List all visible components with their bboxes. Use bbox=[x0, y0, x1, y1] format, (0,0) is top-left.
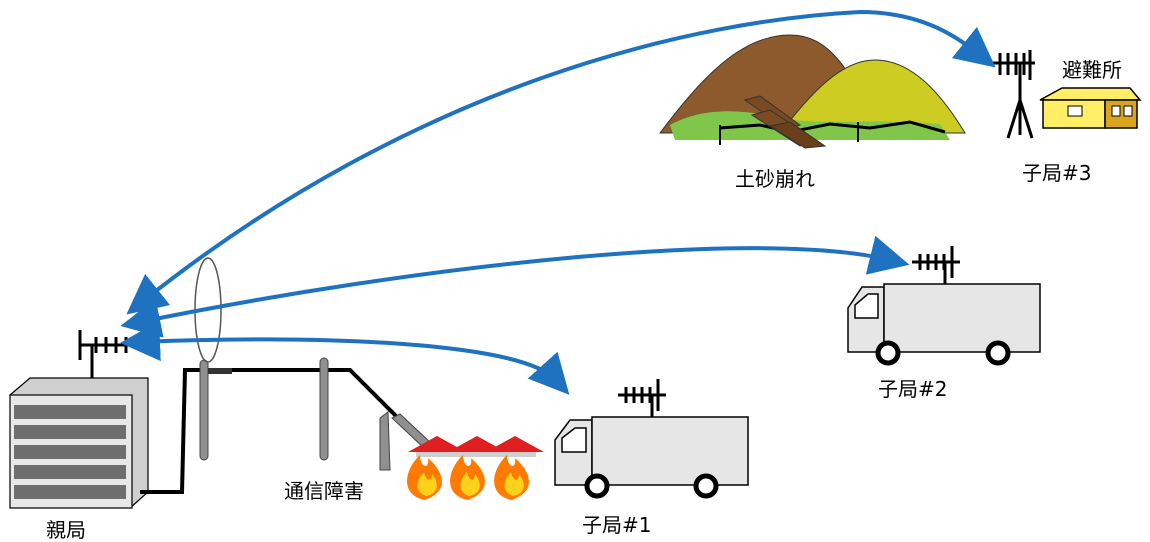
base-antenna-icon bbox=[78, 330, 135, 382]
link-arrow-slave1 bbox=[120, 321, 570, 395]
comm-failure-label: 通信障害 bbox=[284, 479, 364, 503]
base-station: 親局 bbox=[9, 330, 149, 542]
house-fire-1-icon bbox=[407, 436, 466, 500]
wired-line bbox=[140, 357, 433, 494]
house-fire-2-icon bbox=[448, 436, 506, 500]
antenna-3-icon bbox=[990, 50, 1035, 139]
slave-station-3: 避難所 子局#3 bbox=[990, 50, 1142, 185]
base-building-icon bbox=[9, 377, 149, 509]
slave-1-label: 子局#1 bbox=[582, 513, 651, 537]
landslide-label: 土砂崩れ bbox=[735, 167, 815, 191]
link-arrow-slave3 bbox=[126, 9, 996, 315]
shelter-label: 避難所 bbox=[1062, 58, 1122, 82]
antenna-1-icon bbox=[618, 379, 666, 418]
truck-1-icon bbox=[554, 416, 749, 499]
slave-station-2: 子局#2 bbox=[847, 246, 1041, 401]
truck-2-icon bbox=[847, 283, 1041, 366]
cable-path bbox=[140, 368, 422, 494]
fire-houses bbox=[407, 436, 544, 500]
utility-pole-1 bbox=[199, 359, 209, 461]
shelter-house-icon bbox=[1039, 87, 1142, 129]
utility-pole-2 bbox=[319, 357, 329, 461]
slave-2-label: 子局#2 bbox=[878, 377, 947, 401]
communication-links bbox=[120, 9, 996, 395]
antenna-2-icon bbox=[912, 246, 960, 285]
landslide-illustration: 土砂崩れ bbox=[658, 34, 966, 191]
broken-pole-stump bbox=[379, 411, 391, 471]
link-arrow-slave2 bbox=[120, 235, 910, 338]
pole-crossarm bbox=[208, 368, 232, 374]
base-station-label: 親局 bbox=[46, 518, 86, 542]
slave-3-label: 子局#3 bbox=[1022, 161, 1091, 185]
slave-station-1: 子局#1 bbox=[554, 379, 749, 537]
house-fire-3-icon bbox=[486, 436, 544, 500]
